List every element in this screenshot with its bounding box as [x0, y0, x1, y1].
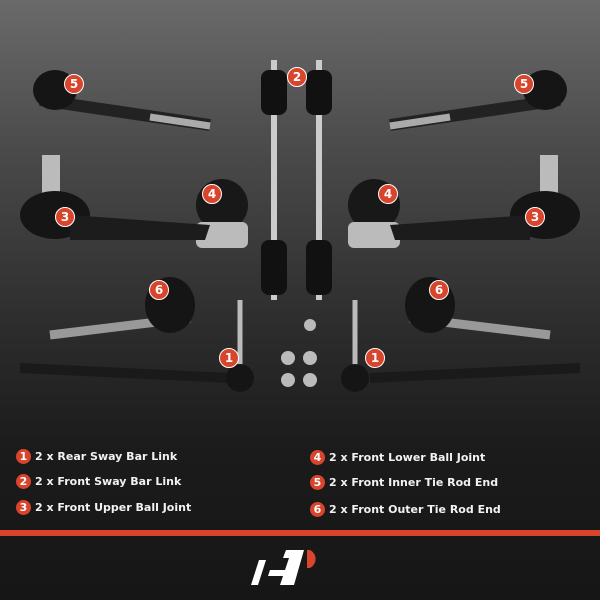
- legend-label: 2 x Front Inner Tie Rod End: [329, 476, 499, 489]
- legend-item: 4 2 x Front Lower Ball Joint: [310, 450, 485, 465]
- lower-ball-joint: [196, 179, 400, 248]
- callout-badge: 1: [219, 348, 239, 368]
- legend-label: 2 x Rear Sway Bar Link: [35, 450, 178, 463]
- nuts-hardware: [281, 319, 317, 387]
- front-sway-bar-link: [261, 60, 332, 300]
- callout-badge: 5: [64, 74, 84, 94]
- legend-number: 4: [310, 450, 325, 465]
- callout-badge: 1: [365, 348, 385, 368]
- legend-label: 2 x Front Outer Tie Rod End: [329, 503, 501, 516]
- legend-label: 2 x Front Upper Ball Joint: [35, 501, 192, 514]
- callout-badge: 6: [429, 280, 449, 300]
- callout-badge: 3: [55, 207, 75, 227]
- legend-item: 3 2 x Front Upper Ball Joint: [16, 500, 191, 515]
- callout-badge: 4: [378, 184, 398, 204]
- legend-number: 5: [310, 475, 325, 490]
- callout-badge: 6: [149, 280, 169, 300]
- legend-item: 5 2 x Front Inner Tie Rod End: [310, 475, 498, 490]
- callout-badge: 3: [525, 207, 545, 227]
- legend-item: 2 2 x Front Sway Bar Link: [16, 474, 181, 489]
- brand-logo: [251, 550, 316, 585]
- legend-number: 3: [16, 500, 31, 515]
- divider-line: [0, 530, 600, 536]
- legend-item: 1 2 x Rear Sway Bar Link: [16, 449, 177, 464]
- callout-badge: 5: [514, 74, 534, 94]
- callout-badge: 4: [202, 184, 222, 204]
- legend-label: 2 x Front Sway Bar Link: [35, 475, 182, 488]
- legend-number: 1: [16, 449, 31, 464]
- callout-badge: 2: [287, 67, 307, 87]
- outer-tie-rod-end: [49, 277, 551, 340]
- legend-item: 6 2 x Front Outer Tie Rod End: [310, 502, 501, 517]
- legend-number: 2: [16, 474, 31, 489]
- legend-label: 2 x Front Lower Ball Joint: [329, 451, 486, 464]
- parts-illustration: [19, 60, 581, 392]
- rear-sway-bar-link: [19, 300, 581, 392]
- legend-number: 6: [310, 502, 325, 517]
- upper-ball-joint: [20, 155, 580, 240]
